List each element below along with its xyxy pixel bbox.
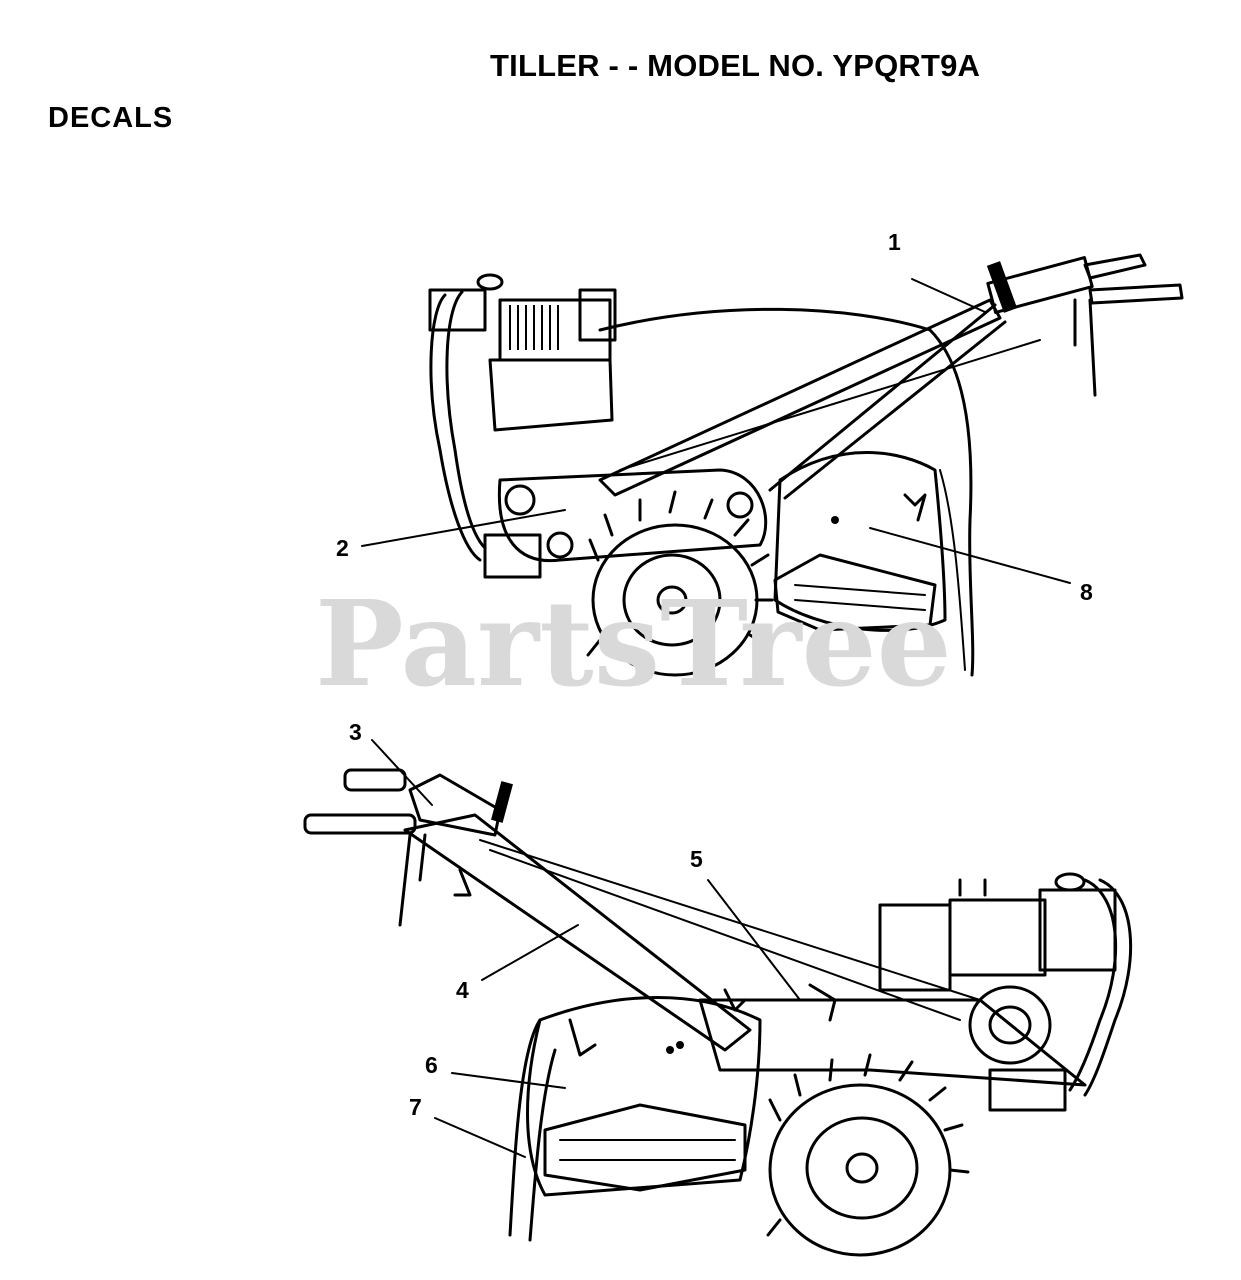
- wheel-top: [586, 490, 774, 677]
- leader-7: [434, 1117, 526, 1158]
- leader-1: [911, 278, 986, 313]
- page-title: TILLER - - MODEL NO. YPQRT9A: [490, 48, 981, 83]
- callout-7: 7: [409, 1094, 422, 1120]
- leader-6: [451, 1072, 566, 1089]
- callout-leaders: [361, 278, 1071, 1158]
- tine-hood-bottom: [526, 996, 762, 1197]
- callout-1: 1: [888, 229, 901, 255]
- leader-4: [481, 924, 579, 981]
- callout-5: 5: [690, 846, 703, 872]
- leader-3: [371, 739, 433, 806]
- fuel-tank-top: [428, 288, 487, 332]
- leader-5: [707, 879, 801, 1001]
- chain-case-top: [497, 468, 768, 563]
- engine-housing-bottom: [878, 903, 952, 992]
- callout-6: 6: [425, 1052, 438, 1078]
- leader-2: [361, 509, 566, 547]
- throttle-grip-top: [986, 261, 1018, 313]
- handlebar-top: [598, 298, 1002, 497]
- wheel-bottom: [766, 1053, 970, 1257]
- tiller-left-side-view: [303, 768, 1133, 1257]
- handlebar-bottom: [403, 813, 752, 1052]
- callout-numbers: 1 2 3 4 5 6 7 8: [336, 229, 1093, 1120]
- section-heading: DECALS: [48, 102, 174, 134]
- watermark: PartsTree: [315, 574, 952, 713]
- callout-2: 2: [336, 535, 349, 561]
- leader-8: [869, 527, 1071, 584]
- callout-8: 8: [1080, 579, 1093, 605]
- tiller-right-side-view: [428, 253, 1184, 677]
- callout-3: 3: [349, 719, 362, 745]
- throttle-grip-bottom: [491, 781, 513, 823]
- callout-4: 4: [456, 977, 469, 1003]
